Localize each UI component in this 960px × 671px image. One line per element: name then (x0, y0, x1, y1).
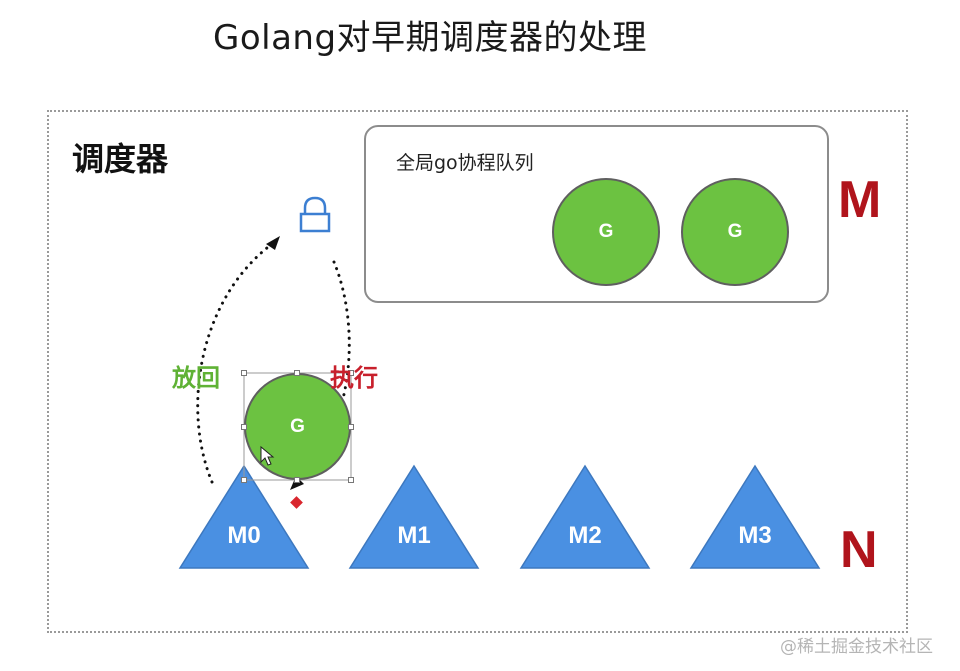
thread-m0-label: M0 (227, 522, 261, 549)
return-label: 放回 (172, 364, 220, 392)
watermark: @稀土掘金技术社区 (780, 637, 933, 657)
global-goroutine-1: G (552, 178, 660, 286)
scheduler-label: 调度器 (72, 140, 169, 178)
execute-label: 执行 (330, 364, 378, 392)
return-arrow (196, 236, 280, 484)
selection-handle[interactable] (241, 424, 247, 430)
selection-handle[interactable] (241, 477, 247, 483)
lock-icon (299, 196, 331, 233)
execute-arrow (290, 260, 351, 490)
global-goroutine-2: G (681, 178, 789, 286)
thread-m1-label: M1 (397, 522, 431, 549)
selection-handle[interactable] (348, 370, 354, 376)
selection-handle[interactable] (348, 424, 354, 430)
page-title: Golang对早期调度器的处理 (212, 18, 648, 58)
selection-handle[interactable] (294, 477, 300, 483)
selection-handle[interactable] (241, 370, 247, 376)
red-diamond-icon (290, 496, 303, 509)
scheduler-frame (47, 110, 908, 633)
thread-m3-label: M3 (738, 522, 772, 549)
selection-handle[interactable] (294, 370, 300, 376)
letter-m: M (838, 171, 882, 229)
thread-m2-triangle (519, 464, 651, 569)
thread-m0-triangle (178, 464, 310, 569)
letter-n: N (840, 521, 878, 579)
thread-m2-label: M2 (568, 522, 602, 549)
thread-m3-triangle (689, 464, 821, 569)
selection-handle[interactable] (348, 477, 354, 483)
global-queue-label: 全局go协程队列 (396, 152, 534, 174)
thread-m1-triangle (348, 464, 480, 569)
